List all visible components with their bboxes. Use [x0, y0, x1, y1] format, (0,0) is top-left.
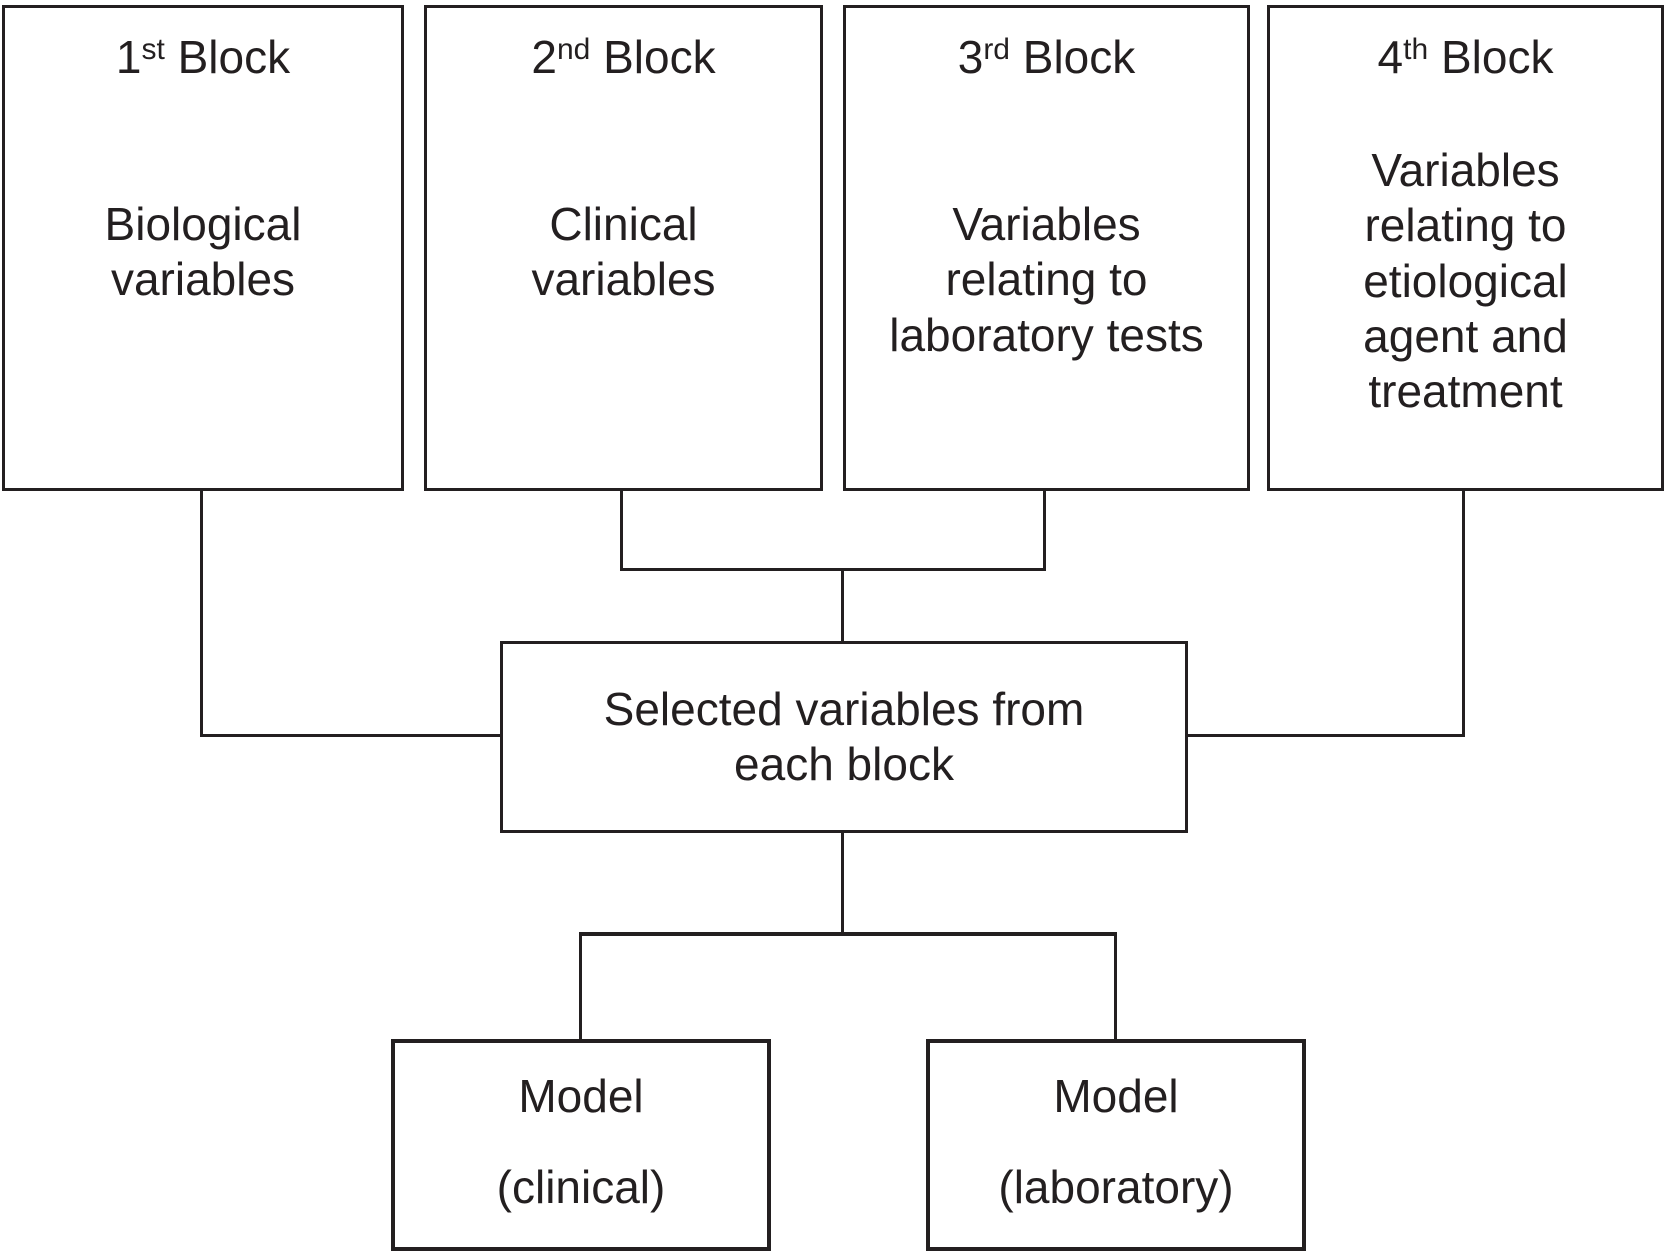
block-2-box: 2nd Block Clinical variables: [424, 5, 823, 491]
selected-variables-label: Selected variables from each block: [603, 682, 1085, 790]
block-1-body: Biological variables: [104, 198, 302, 306]
model-clinical-title: Model: [518, 1070, 644, 1122]
model-clinical-subtitle: (clinical): [496, 1161, 666, 1214]
connector-blocks23-descender: [841, 568, 844, 643]
block-4-ordinal-suffix: th: [1403, 33, 1429, 66]
block-2-ordinal-suffix: nd: [556, 33, 591, 66]
block-3-body: Variables relating to laboratory tests: [889, 198, 1204, 361]
connector-selected-descender: [841, 831, 844, 934]
block-3-ordinal: 3: [957, 31, 984, 83]
block-1-box: 1st Block Biological variables: [2, 5, 404, 491]
block-3-box: 3rd Block Variables relating to laborato…: [843, 5, 1250, 491]
connector-split-bar: [579, 932, 1117, 936]
block-2-title: 2nd Block: [427, 30, 820, 85]
connector-block1-vertical: [200, 489, 203, 737]
block-3-title: 3rd Block: [846, 30, 1247, 85]
block-4-title: 4th Block: [1270, 30, 1661, 85]
block-2-ordinal: 2: [531, 31, 557, 83]
block-3-ordinal-suffix: rd: [983, 33, 1010, 66]
selected-variables-box: Selected variables from each block: [500, 641, 1188, 833]
connector-block2-vertical: [620, 489, 623, 571]
block-4-ordinal: 4: [1377, 31, 1404, 83]
connector-blocks23-bar: [620, 568, 1046, 571]
model-laboratory-subtitle: (laboratory): [998, 1161, 1234, 1214]
connector-block4-vertical: [1462, 489, 1465, 737]
block-4-body: Variables relating to etiological agent …: [1363, 144, 1568, 417]
block-4-box: 4th Block Variables relating to etiologi…: [1267, 5, 1664, 491]
block-2-body: Clinical variables: [531, 198, 716, 306]
block-1-title: 1st Block: [5, 30, 401, 85]
block-3-word: Block: [1022, 31, 1136, 83]
connector-model-clinical-vertical: [579, 932, 582, 1041]
model-laboratory-title: Model: [1053, 1070, 1179, 1122]
model-laboratory-box: Model (laboratory): [926, 1039, 1306, 1251]
model-clinical-box: Model (clinical): [391, 1039, 771, 1251]
block-1-word: Block: [177, 31, 291, 83]
connector-model-laboratory-vertical: [1114, 932, 1117, 1041]
connector-block4-horizontal: [1186, 734, 1465, 737]
block-2-word: Block: [603, 31, 716, 83]
connector-block3-vertical: [1043, 489, 1046, 571]
block-4-word: Block: [1440, 31, 1554, 83]
connector-block1-horizontal: [200, 734, 502, 737]
block-1-ordinal: 1: [115, 31, 142, 83]
block-1-ordinal-suffix: st: [141, 33, 165, 66]
